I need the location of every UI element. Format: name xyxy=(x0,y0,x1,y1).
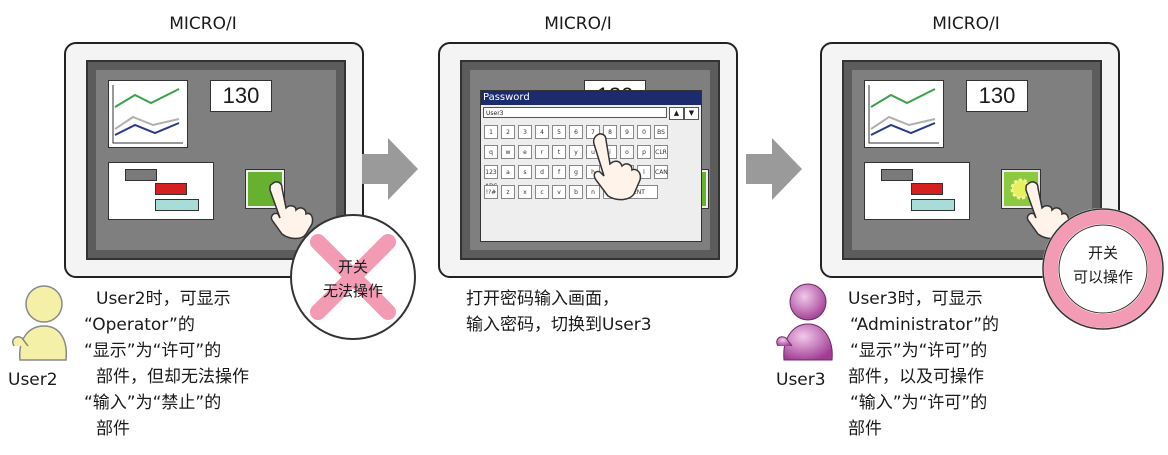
middle-description: 打开密码输入画面， 输入密码，切换到User3 xyxy=(466,286,652,338)
keyboard-key[interactable]: 3 xyxy=(518,125,532,139)
keyboard-key[interactable]: 5 xyxy=(552,125,566,139)
hmi-screen: 130 xyxy=(96,70,336,250)
keyboard-key[interactable]: b xyxy=(569,185,583,199)
trend-chart xyxy=(108,80,188,148)
hmi-screen: 130 Password User3 ▲ ▼ 1234567890BSqwert… xyxy=(470,70,710,250)
desc-line: “输入”为“禁止”的 xyxy=(84,393,222,413)
keyboard-key[interactable]: c xyxy=(535,185,549,199)
keyboard-key[interactable]: 9 xyxy=(620,125,634,139)
panel-title-1: MICRO/I xyxy=(169,14,237,34)
keyboard-key[interactable]: 2 xyxy=(501,125,515,139)
keyboard-key[interactable]: BS xyxy=(654,125,668,139)
enabled-callout: 开关 可以操作 xyxy=(1042,208,1164,330)
hmi-panel-2: 130 Password User3 ▲ ▼ 1234567890BSqwert… xyxy=(438,42,738,278)
user3-avatar-icon xyxy=(776,283,833,361)
keyboard-key[interactable]: w xyxy=(501,145,515,159)
keyboard-key[interactable]: g xyxy=(569,165,583,179)
keyboard-key[interactable]: a xyxy=(501,165,515,179)
callout-line2: 无法操作 xyxy=(322,282,383,300)
desc-line: User3时，可显示 xyxy=(848,289,983,309)
desc-line: 部件 xyxy=(96,419,130,439)
keyboard-key[interactable]: 123 ABC xyxy=(484,165,498,190)
keyboard-key[interactable]: z xyxy=(501,185,515,199)
bar-graph xyxy=(864,162,970,220)
flow-arrow-icon xyxy=(362,138,418,200)
keyboard-key[interactable]: x xyxy=(518,185,532,199)
desc-line: 部件，但却无法操作 xyxy=(96,367,249,387)
value-display: 130 xyxy=(966,80,1028,112)
keyboard-key[interactable]: 4 xyxy=(535,125,549,139)
desc-line: 打开密码输入画面， xyxy=(466,289,619,309)
password-field[interactable]: User3 xyxy=(483,107,667,118)
keyboard-key[interactable]: s xyxy=(518,165,532,179)
value-display: 130 xyxy=(210,80,272,112)
keyboard-key[interactable]: 6 xyxy=(569,125,583,139)
user3-name: User3 xyxy=(776,370,826,390)
prohibited-x-icon xyxy=(310,234,396,320)
keyboard-key[interactable]: d xyxy=(535,165,549,179)
callout-line2: 可以操作 xyxy=(1072,268,1133,286)
keyboard-key[interactable]: f xyxy=(552,165,566,179)
keyboard-key[interactable]: v xyxy=(552,185,566,199)
hmi-bezel: 130 xyxy=(86,60,346,260)
keyboard-key[interactable]: r xyxy=(535,145,549,159)
scroll-up-icon[interactable]: ▲ xyxy=(669,107,684,120)
panel-title-3: MICRO/I xyxy=(932,14,1000,34)
keyboard-key[interactable]: n xyxy=(586,185,600,199)
desc-line: User2时，可显示 xyxy=(96,289,231,309)
keyboard-key[interactable]: o xyxy=(620,145,634,159)
desc-line: “Administrator”的 xyxy=(850,315,1000,335)
user3-description: User3时，可显示 “Administrator”的 “显示”为“许可”的 部… xyxy=(848,286,1000,442)
scroll-down-icon[interactable]: ▼ xyxy=(684,107,699,120)
keyboard-key[interactable]: 1 xyxy=(484,125,498,139)
keyboard-key[interactable]: CAN xyxy=(654,165,668,179)
keyboard-key[interactable]: 0 xyxy=(637,125,651,139)
hmi-panel-1: 130 xyxy=(64,42,364,278)
desc-line: 部件 xyxy=(848,419,882,439)
desc-line: 输入密码，切换到User3 xyxy=(466,315,652,335)
keyboard-key[interactable]: y xyxy=(569,145,583,159)
keyboard-key[interactable]: 8 xyxy=(603,125,617,139)
user2-name: User2 xyxy=(8,370,58,390)
keyboard-key[interactable]: !?# xyxy=(484,185,498,199)
disabled-callout: 开关 无法操作 xyxy=(290,214,416,340)
bar-graph xyxy=(108,162,214,220)
pointing-hand-icon xyxy=(269,181,314,240)
keyboard-key[interactable]: CLR xyxy=(654,145,668,159)
keyboard-key[interactable]: t xyxy=(552,145,566,159)
keyboard-key[interactable]: p xyxy=(637,145,651,159)
hmi-bezel: 130 Password User3 ▲ ▼ 1234567890BSqwert… xyxy=(460,60,720,260)
desc-line: “显示”为“许可”的 xyxy=(850,341,988,361)
flow-arrow-icon xyxy=(746,138,802,200)
desc-line: “显示”为“许可”的 xyxy=(84,341,222,361)
callout-line1: 开关 xyxy=(1087,244,1118,262)
keyboard-key[interactable]: q xyxy=(484,145,498,159)
keyboard-title: Password xyxy=(481,91,701,105)
panel-title-2: MICRO/I xyxy=(544,14,612,34)
user2-description: User2时，可显示 “Operator”的 “显示”为“许可”的 部件，但却无… xyxy=(84,286,249,442)
pointing-hand-icon xyxy=(592,133,642,201)
desc-line: 部件，以及可操作 xyxy=(848,367,984,387)
desc-line: “输入”为“许可”的 xyxy=(850,393,988,413)
desc-line: “Operator”的 xyxy=(84,315,195,335)
callout-line1: 开关 xyxy=(337,258,368,276)
trend-chart xyxy=(864,80,944,148)
keyboard-key[interactable]: e xyxy=(518,145,532,159)
user2-avatar-icon xyxy=(11,285,68,361)
